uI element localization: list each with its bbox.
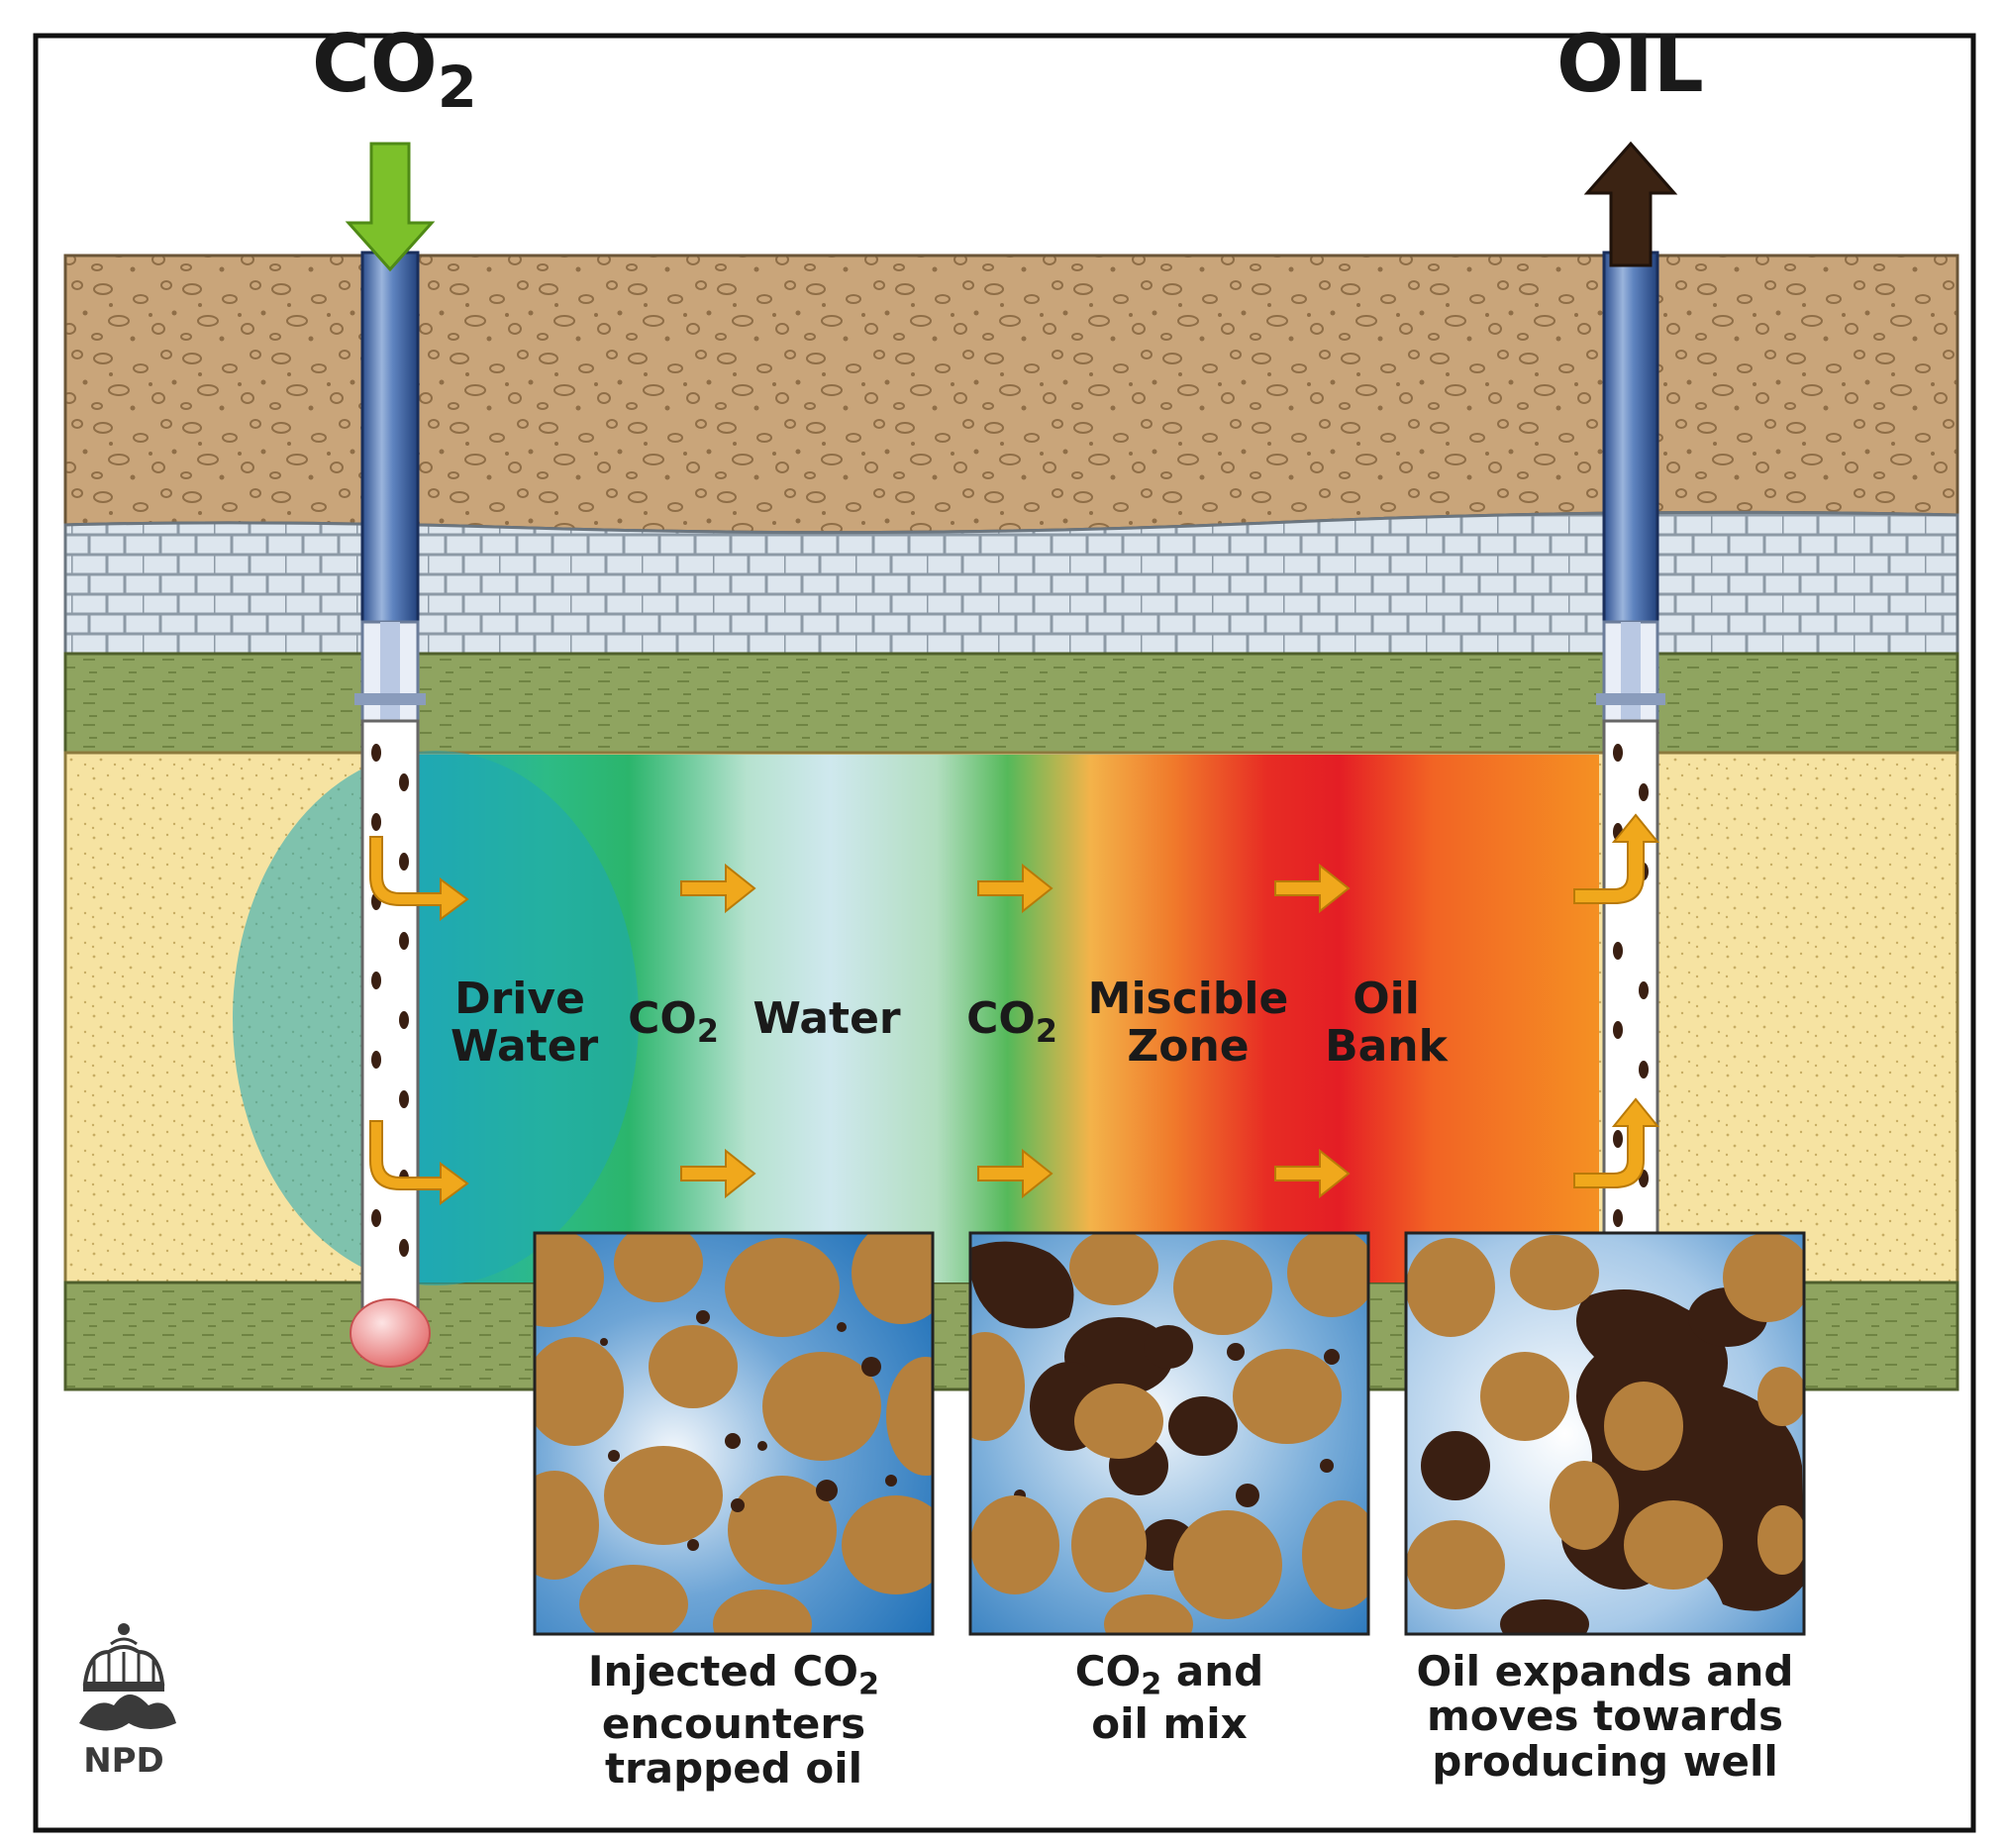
zone-co2-a-main: CO: [628, 993, 697, 1044]
zone-water: Water: [752, 993, 901, 1044]
zone-co2-b-sub: 2: [1035, 1013, 1057, 1050]
flow-arrow: [977, 1148, 1053, 1199]
pore-inset-trapped-oil: [535, 1233, 933, 1634]
flow-arrow: [680, 1148, 756, 1199]
flow-arrow: [680, 863, 756, 914]
well-bottom-bulb: [350, 1298, 431, 1368]
zone-oil-bank-line2: Bank: [1325, 1020, 1448, 1072]
npd-logo-text: NPD: [83, 1741, 164, 1781]
zone-co2-a: CO2: [624, 995, 723, 1049]
caption-co2-oil-mix-line2: oil mix: [1091, 1699, 1248, 1749]
oil-production-label: OIL: [1556, 18, 1704, 110]
zone-co2-b-main: CO: [966, 993, 1036, 1044]
flow-arrow: [977, 863, 1053, 914]
drive-water-front: [233, 751, 639, 1285]
caption-co2-oil-mix-line1-rest: and: [1161, 1647, 1264, 1695]
overburden-layer: [63, 254, 1959, 535]
caption-trapped-oil-line2: encounters: [601, 1699, 866, 1749]
flow-arrows: [369, 813, 1660, 1205]
caption-trapped-oil-line3: trapped oil: [604, 1744, 863, 1794]
zone-miscible-line2: Zone: [1127, 1020, 1250, 1072]
caption-trapped-oil-line1-sub: 2: [858, 1667, 880, 1702]
caption-oil-expands-line3: producing well: [1432, 1736, 1778, 1786]
flow-arrow: [1573, 1097, 1660, 1188]
injection-perforations: [371, 744, 409, 1257]
caption-oil-expands-line1: Oil expands and: [1416, 1647, 1794, 1695]
zone-co2-b: CO2: [962, 995, 1061, 1049]
co2-main-text: CO: [312, 18, 438, 110]
flow-arrow: [1274, 1148, 1351, 1199]
upper-shale-layer: [63, 652, 1959, 755]
oil-production-arrow: [1583, 141, 1678, 267]
caprock-layer: [63, 510, 1959, 656]
zone-oil-bank-line1: Oil: [1353, 974, 1420, 1024]
npd-logo: [79, 1623, 176, 1731]
flow-arrow: [1573, 813, 1660, 904]
production-well: [1583, 141, 1678, 1248]
caption-oil-expands-line2: moves towards: [1427, 1692, 1783, 1741]
caption-oil-expands: Oil expands and moves towards producing …: [1386, 1649, 1824, 1784]
co2-subscript: 2: [437, 54, 477, 122]
caption-trapped-oil-line1: Injected CO2: [535, 1649, 933, 1701]
flow-arrow: [369, 836, 469, 921]
geology-cross-section: [63, 254, 1959, 1391]
caption-co2-oil-mix: CO2 and oil mix: [970, 1649, 1368, 1749]
zone-drive-water-line2: Water: [451, 1020, 599, 1072]
co2-injection-arrow: [345, 142, 436, 272]
caption-co2-oil-mix-line1: CO2 and: [970, 1649, 1368, 1701]
flow-arrow: [369, 1120, 469, 1205]
pore-inset-oil-expands: [1406, 1233, 1804, 1634]
caption-co2-oil-mix-line1-sub: 2: [1141, 1667, 1162, 1702]
caption-trapped-oil: Injected CO2 encounters trapped oil: [535, 1649, 933, 1792]
zone-drive-water-line1: Drive: [454, 974, 585, 1024]
caption-trapped-oil-line1-main: Injected CO: [587, 1647, 859, 1695]
injection-well: [345, 142, 436, 1368]
zone-co2-a-sub: 2: [696, 1013, 719, 1050]
zone-miscible-line1: Miscible: [1087, 974, 1289, 1024]
caption-co2-oil-mix-line1-main: CO: [1074, 1647, 1142, 1695]
co2-injection-label: CO2: [312, 21, 477, 122]
flow-arrow: [1274, 863, 1351, 914]
pore-inset-co2-oil-mix: [970, 1233, 1368, 1634]
